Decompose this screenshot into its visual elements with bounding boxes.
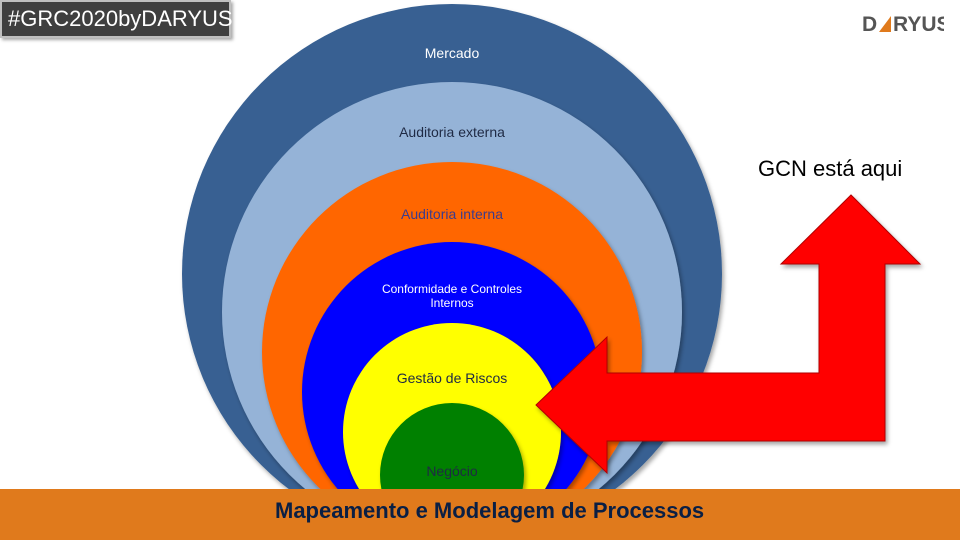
footer-title: Mapeamento e Modelagem de Processos xyxy=(275,498,705,523)
label-conformidade-line1: Conformidade e Controles xyxy=(381,282,523,296)
footer-bar xyxy=(0,489,960,540)
svg-text:RYUS: RYUS xyxy=(893,13,944,36)
label-mercado: Mercado xyxy=(424,45,480,61)
red-arrow xyxy=(535,194,922,475)
label-negocio: Negócio xyxy=(426,463,478,479)
label-gestao-riscos: Gestão de Riscos xyxy=(396,370,508,386)
daryus-logo: D RYUS xyxy=(862,13,944,36)
label-conformidade-line2: Internos xyxy=(430,296,474,310)
svg-text:D: D xyxy=(862,13,877,36)
label-auditoria-externa: Auditoria externa xyxy=(399,124,505,140)
gcn-callout: GCN está aqui xyxy=(758,156,903,181)
label-auditoria-interna: Auditoria interna xyxy=(401,206,503,222)
hashtag-banner: #GRC2020byDARYUS xyxy=(0,0,233,38)
